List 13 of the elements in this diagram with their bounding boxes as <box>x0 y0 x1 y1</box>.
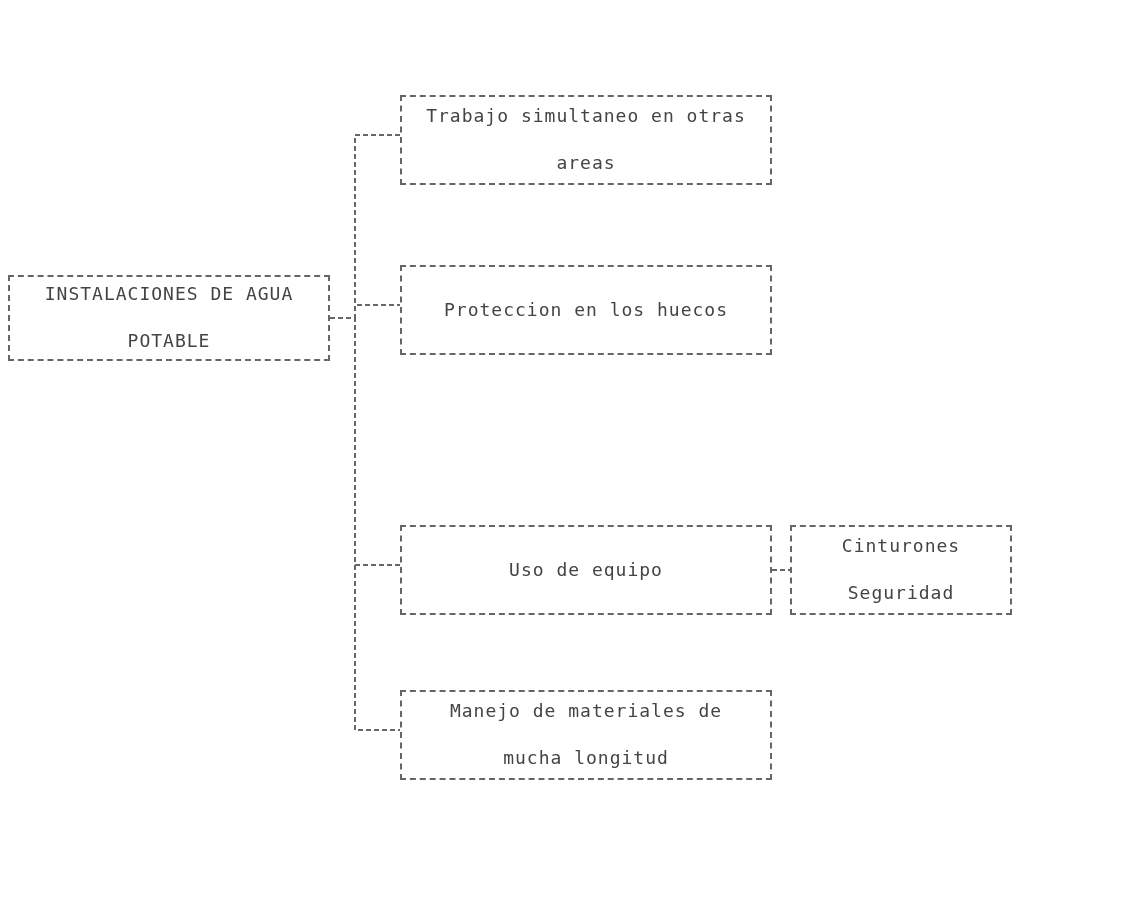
box-label: Uso de equipo <box>509 557 663 582</box>
box-label: Cinturones Seguridad <box>840 534 962 605</box>
box-label: Manejo de materiales de mucha longitud <box>448 699 724 770</box>
process-box <box>400 265 772 355</box>
connector-line <box>329 317 401 731</box>
box-label: Proteccion en los huecos <box>443 297 729 322</box>
process-box <box>8 275 330 361</box>
process-box <box>400 525 772 615</box>
box-label: INSTALACIONES DE AGUA POTABLE <box>43 282 295 353</box>
process-box <box>790 525 1012 615</box>
process-box <box>400 95 772 185</box>
box-label: Trabajo simultaneo en otras areas <box>425 104 747 175</box>
process-box <box>400 690 772 780</box>
